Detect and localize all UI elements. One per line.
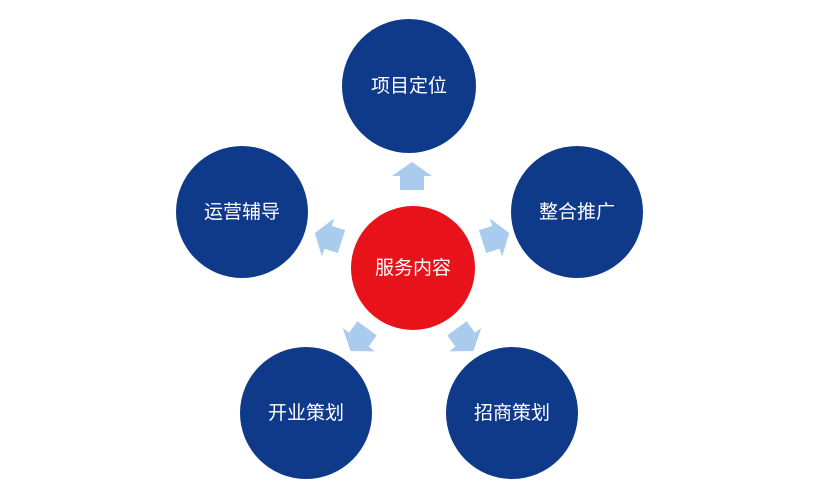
center-label: 服务内容 [375, 257, 451, 279]
arrow-left [314, 218, 346, 257]
node-label: 运营辅导 [204, 201, 280, 223]
node-investment-planning: 招商策划 [446, 347, 578, 479]
arrow-right [478, 218, 510, 257]
node-opening-planning: 开业策划 [240, 347, 372, 479]
node-label: 整合推广 [539, 201, 615, 223]
arrow-up [392, 162, 432, 190]
node-label: 开业策划 [268, 402, 344, 424]
node-integrated-promotion: 整合推广 [511, 146, 643, 278]
arrow-bottom-right [447, 321, 482, 352]
center-node: 服务内容 [351, 206, 475, 330]
node-label: 招商策划 [474, 402, 550, 424]
node-project-positioning: 项目定位 [342, 19, 476, 153]
node-label: 项目定位 [371, 75, 447, 97]
node-operation-guidance: 运营辅导 [176, 146, 308, 278]
arrow-bottom-left [342, 321, 377, 352]
